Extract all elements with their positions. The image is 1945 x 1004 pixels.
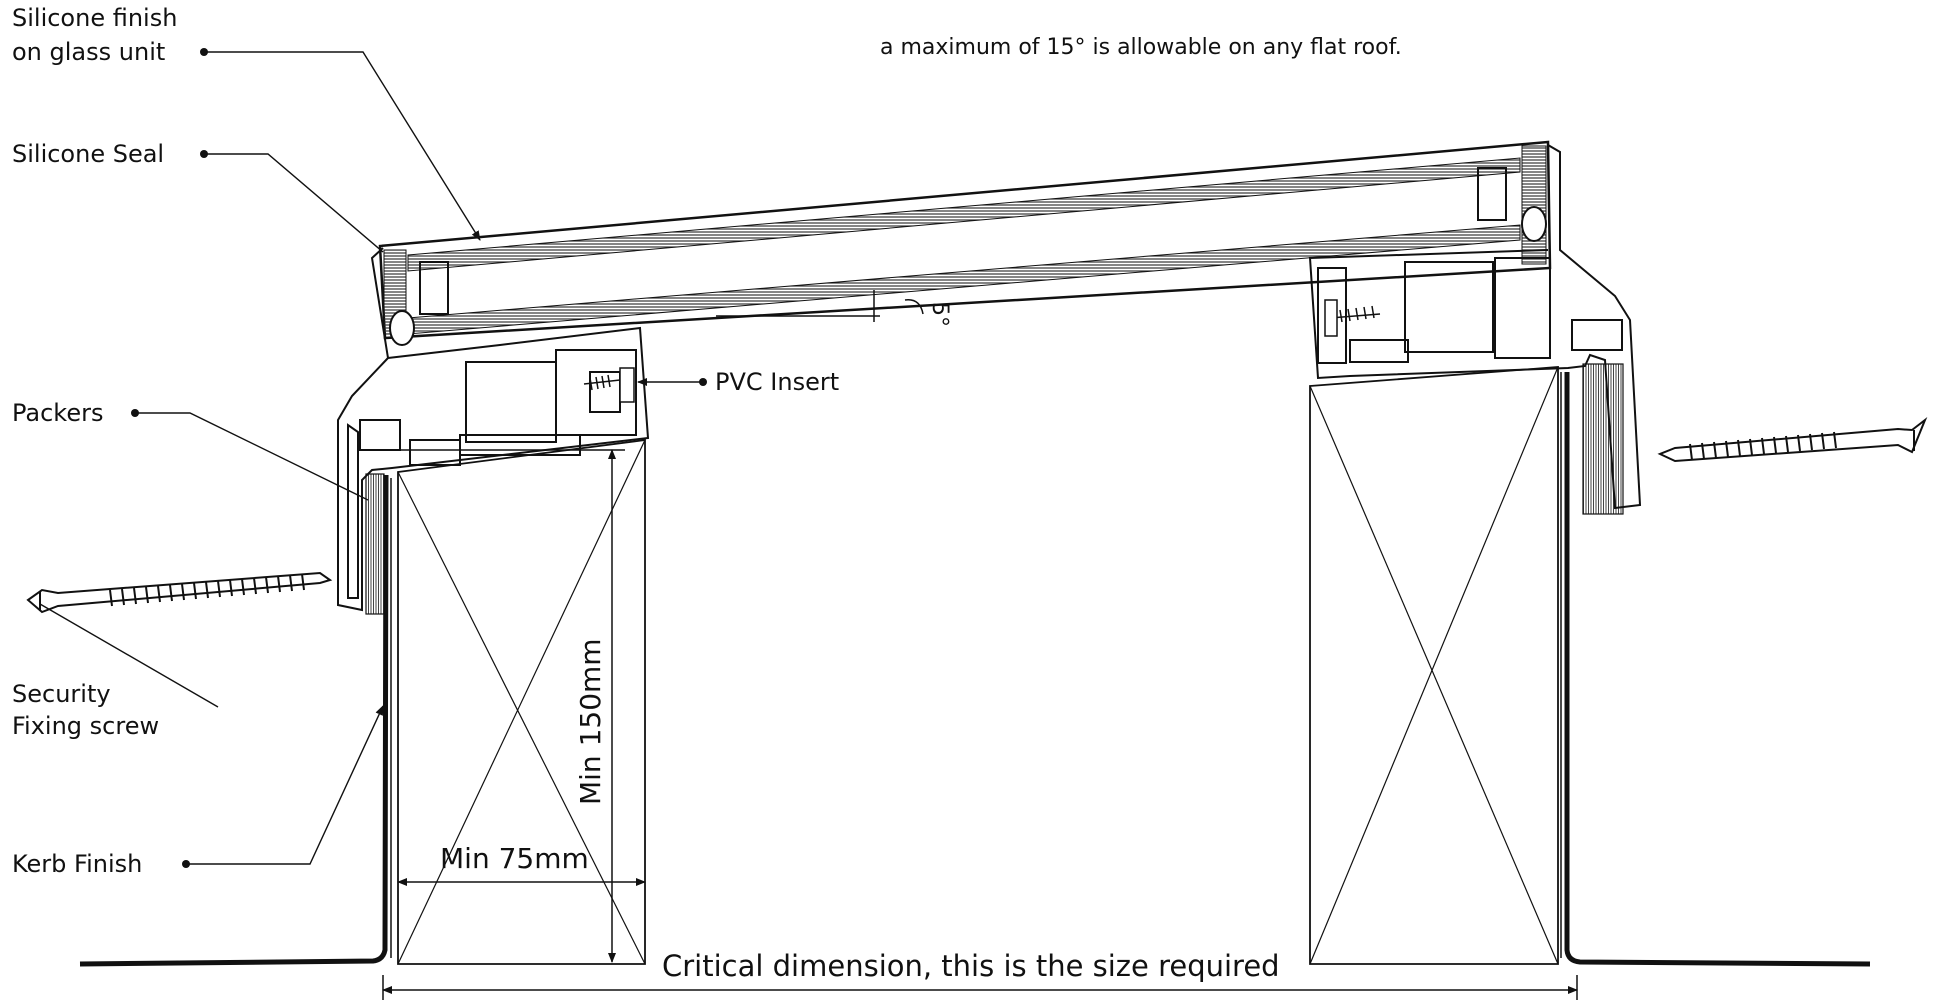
label-pvc-insert: PVC Insert xyxy=(715,368,839,396)
leader-kerb-finish xyxy=(186,705,384,865)
roof-membrane-right xyxy=(1564,372,1871,967)
label-packers: Packers xyxy=(12,399,103,427)
roof-membrane-left xyxy=(79,474,389,967)
label-silicone-finish-line1: Silicone finish xyxy=(12,4,177,32)
glass-unit xyxy=(378,140,1552,346)
right-profile-screw xyxy=(1324,299,1381,337)
right-security-screw xyxy=(1657,416,1928,463)
left-kerb xyxy=(397,438,646,965)
roof-membrane xyxy=(79,372,1871,967)
note-text: a maximum of 15° is allowable on any fla… xyxy=(880,35,1402,60)
label-security-line1: Security xyxy=(12,680,111,708)
label-silicone-seal: Silicone Seal xyxy=(12,140,164,168)
left-security-screw xyxy=(26,571,333,614)
dimension-lines xyxy=(382,290,1578,1000)
critical-dimension-label: Critical dimension, this is the size req… xyxy=(662,949,1280,983)
min-width-label: Min 75mm xyxy=(440,842,589,875)
leader-silicone-seal xyxy=(204,153,384,253)
label-kerb-finish: Kerb Finish xyxy=(12,850,142,878)
left-profile-screw xyxy=(583,367,635,403)
label-silicone-finish-line2: on glass unit xyxy=(12,38,165,66)
right-frame-profile xyxy=(1308,144,1642,510)
angle-label: 5° xyxy=(927,302,952,327)
leader-dots xyxy=(131,48,707,868)
left-packers xyxy=(365,473,385,615)
leader-packers xyxy=(135,412,369,501)
right-kerb xyxy=(1309,366,1559,965)
label-security-line2: Fixing screw xyxy=(12,712,159,740)
min-height-label: Min 150mm xyxy=(574,638,607,805)
leader-silicone-finish xyxy=(204,51,481,241)
right-packers xyxy=(1582,363,1624,515)
leader-security xyxy=(39,603,219,708)
leader-lines xyxy=(39,51,700,865)
left-frame-profile xyxy=(337,247,650,612)
